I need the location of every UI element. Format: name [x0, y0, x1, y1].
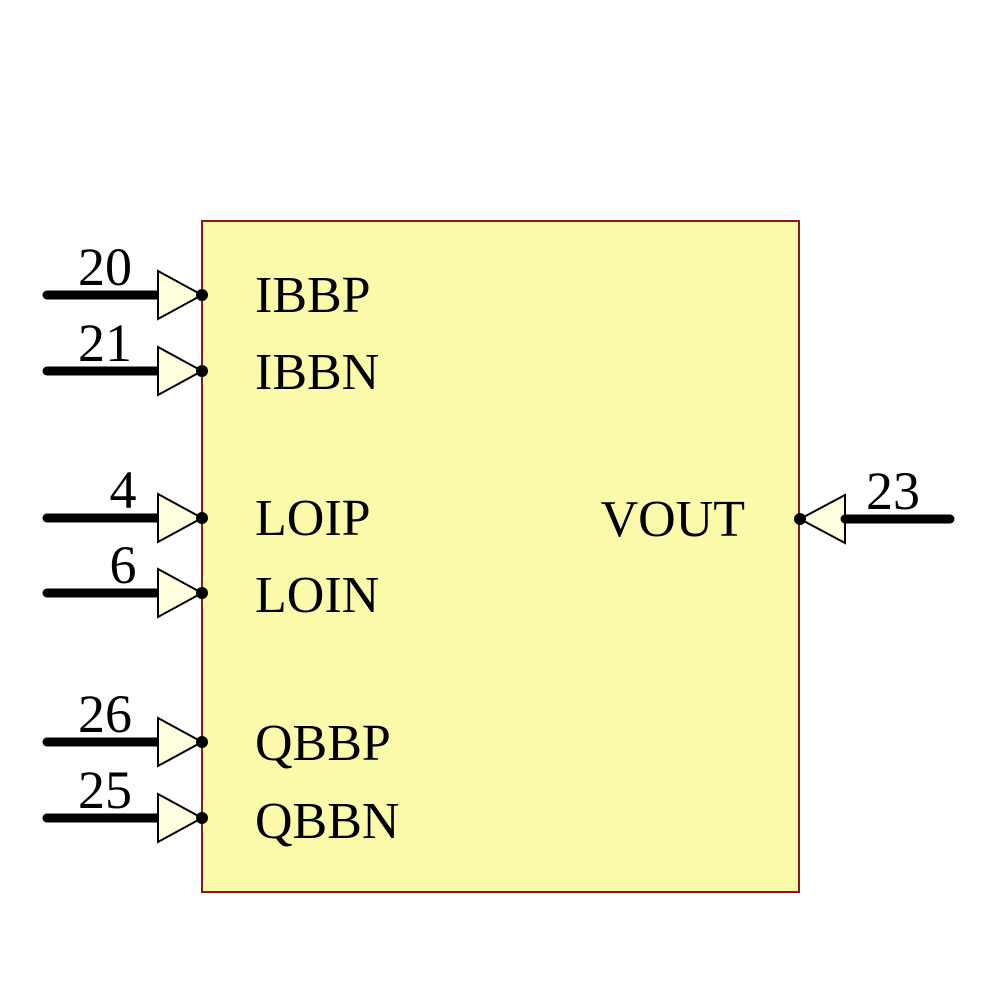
pin-ibbn-junction-dot [196, 365, 208, 377]
pin-qbbp-junction-dot [196, 736, 208, 748]
pin-ibbn-number: 21 [78, 313, 132, 373]
pin-qbbn-junction-dot [196, 812, 208, 824]
pin-qbbp-number: 26 [78, 684, 132, 744]
pin-ibbp-junction-dot [196, 289, 208, 301]
pin-loin-arrow-icon [157, 567, 205, 619]
pin-vout-arrow-icon [797, 493, 846, 545]
pin-loip-number: 4 [110, 460, 137, 520]
pin-loin-junction-dot [196, 587, 208, 599]
pin-qbbp-label: QBBP [255, 715, 391, 772]
pin-ibbn-label: IBBN [255, 344, 379, 401]
pin-loip-arrow-icon [157, 492, 205, 544]
pin-ibbp-label: IBBP [255, 267, 371, 324]
block-outline [201, 220, 800, 893]
pin-ibbn-arrow-icon [157, 345, 205, 397]
pin-loin-label: LOIN [255, 567, 379, 624]
pin-ibbp-arrow-icon [157, 269, 205, 321]
wire-group [42, 269, 955, 844]
pin-vout-junction-dot [794, 513, 806, 525]
pin-qbbn-label: QBBN [255, 793, 399, 850]
pin-qbbn-number: 25 [78, 760, 132, 820]
pin-vout-number: 23 [866, 461, 920, 521]
pin-qbbp-arrow-icon [157, 716, 205, 768]
block-body-group [201, 220, 800, 893]
pin-loip-label: LOIP [255, 490, 371, 547]
pin-loin-number: 6 [110, 535, 137, 595]
pin-vout-label: VOUT [601, 491, 745, 548]
pin-qbbn-arrow-icon [157, 792, 205, 844]
pin-loip-junction-dot [196, 512, 208, 524]
pin-ibbp-number: 20 [78, 237, 132, 297]
